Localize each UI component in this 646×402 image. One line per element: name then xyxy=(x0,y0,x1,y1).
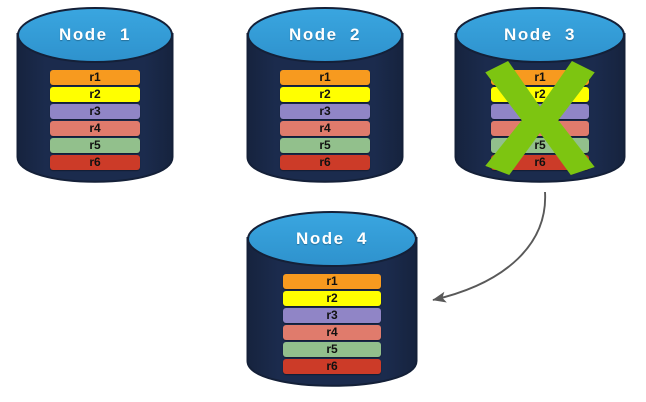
failover-arrow-path xyxy=(432,191,546,303)
row-bar-r3[interactable]: r3 xyxy=(491,104,589,119)
row-bar-r1[interactable]: r1 xyxy=(50,70,140,85)
row-bar-r5[interactable]: r5 xyxy=(280,138,370,153)
row-bar-r3[interactable]: r3 xyxy=(50,104,140,119)
row-bar-r2[interactable]: r2 xyxy=(283,291,381,306)
row-bar-r1[interactable]: r1 xyxy=(491,70,589,85)
row-bar-r4[interactable]: r4 xyxy=(50,121,140,136)
row-bar-r6[interactable]: r6 xyxy=(280,155,370,170)
row-bar-r6[interactable]: r6 xyxy=(50,155,140,170)
row-bar-r5[interactable]: r5 xyxy=(50,138,140,153)
row-bar-r4[interactable]: r4 xyxy=(280,121,370,136)
row-bar-r6[interactable]: r6 xyxy=(283,359,381,374)
row-bar-r2[interactable]: r2 xyxy=(491,87,589,102)
cylinder-top-ellipse xyxy=(455,7,625,63)
row-bar-r4[interactable]: r4 xyxy=(491,121,589,136)
row-bar-r2[interactable]: r2 xyxy=(280,87,370,102)
row-bar-r5[interactable]: r5 xyxy=(283,342,381,357)
row-bar-r6[interactable]: r6 xyxy=(491,155,589,170)
row-bar-r1[interactable]: r1 xyxy=(280,70,370,85)
row-bar-r5[interactable]: r5 xyxy=(491,138,589,153)
cylinder-top-ellipse xyxy=(247,7,403,63)
row-bar-r3[interactable]: r3 xyxy=(283,308,381,323)
row-bar-r1[interactable]: r1 xyxy=(283,274,381,289)
row-bar-r2[interactable]: r2 xyxy=(50,87,140,102)
cylinder-top-ellipse xyxy=(247,211,417,267)
row-bar-r3[interactable]: r3 xyxy=(280,104,370,119)
row-bar-r4[interactable]: r4 xyxy=(283,325,381,340)
cylinder-top-ellipse xyxy=(17,7,173,63)
